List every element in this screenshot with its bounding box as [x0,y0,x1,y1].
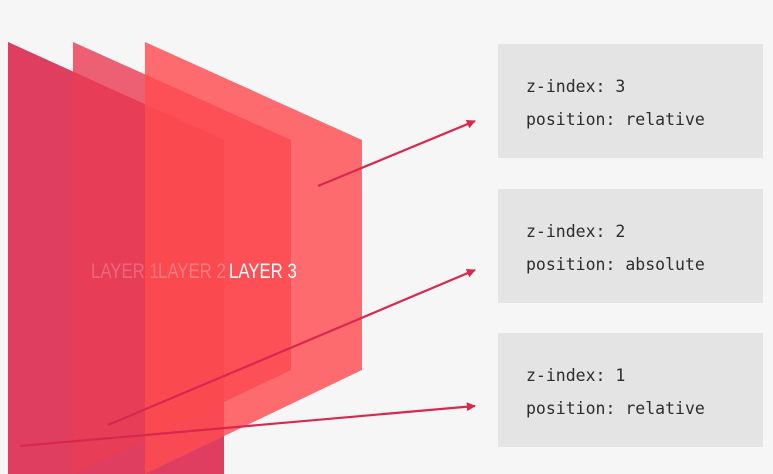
position-text: position: absolute [526,255,705,274]
layer-1-label: LAYER 1 [91,260,159,283]
layer-3-panel [145,42,362,474]
arrow-layer-3 [317,119,476,188]
info-box-layer-3: z-index: 3 position: relative [498,44,763,158]
position-text: position: relative [526,399,705,418]
info-box-layer-2: z-index: 2 position: absolute [498,189,763,303]
arrow-layer-2 [107,268,476,427]
arrow-layer-1 [19,402,476,448]
z-index-text: z-index: 1 [526,366,626,385]
position-text: position: relative [526,110,705,129]
layer-3-label: LAYER 3 [229,260,297,283]
z-index-text: z-index: 2 [526,222,626,241]
z-index-text: z-index: 3 [526,77,626,96]
info-box-layer-1: z-index: 1 position: relative [498,333,763,447]
layer-2-label: LAYER 2 [158,260,226,283]
